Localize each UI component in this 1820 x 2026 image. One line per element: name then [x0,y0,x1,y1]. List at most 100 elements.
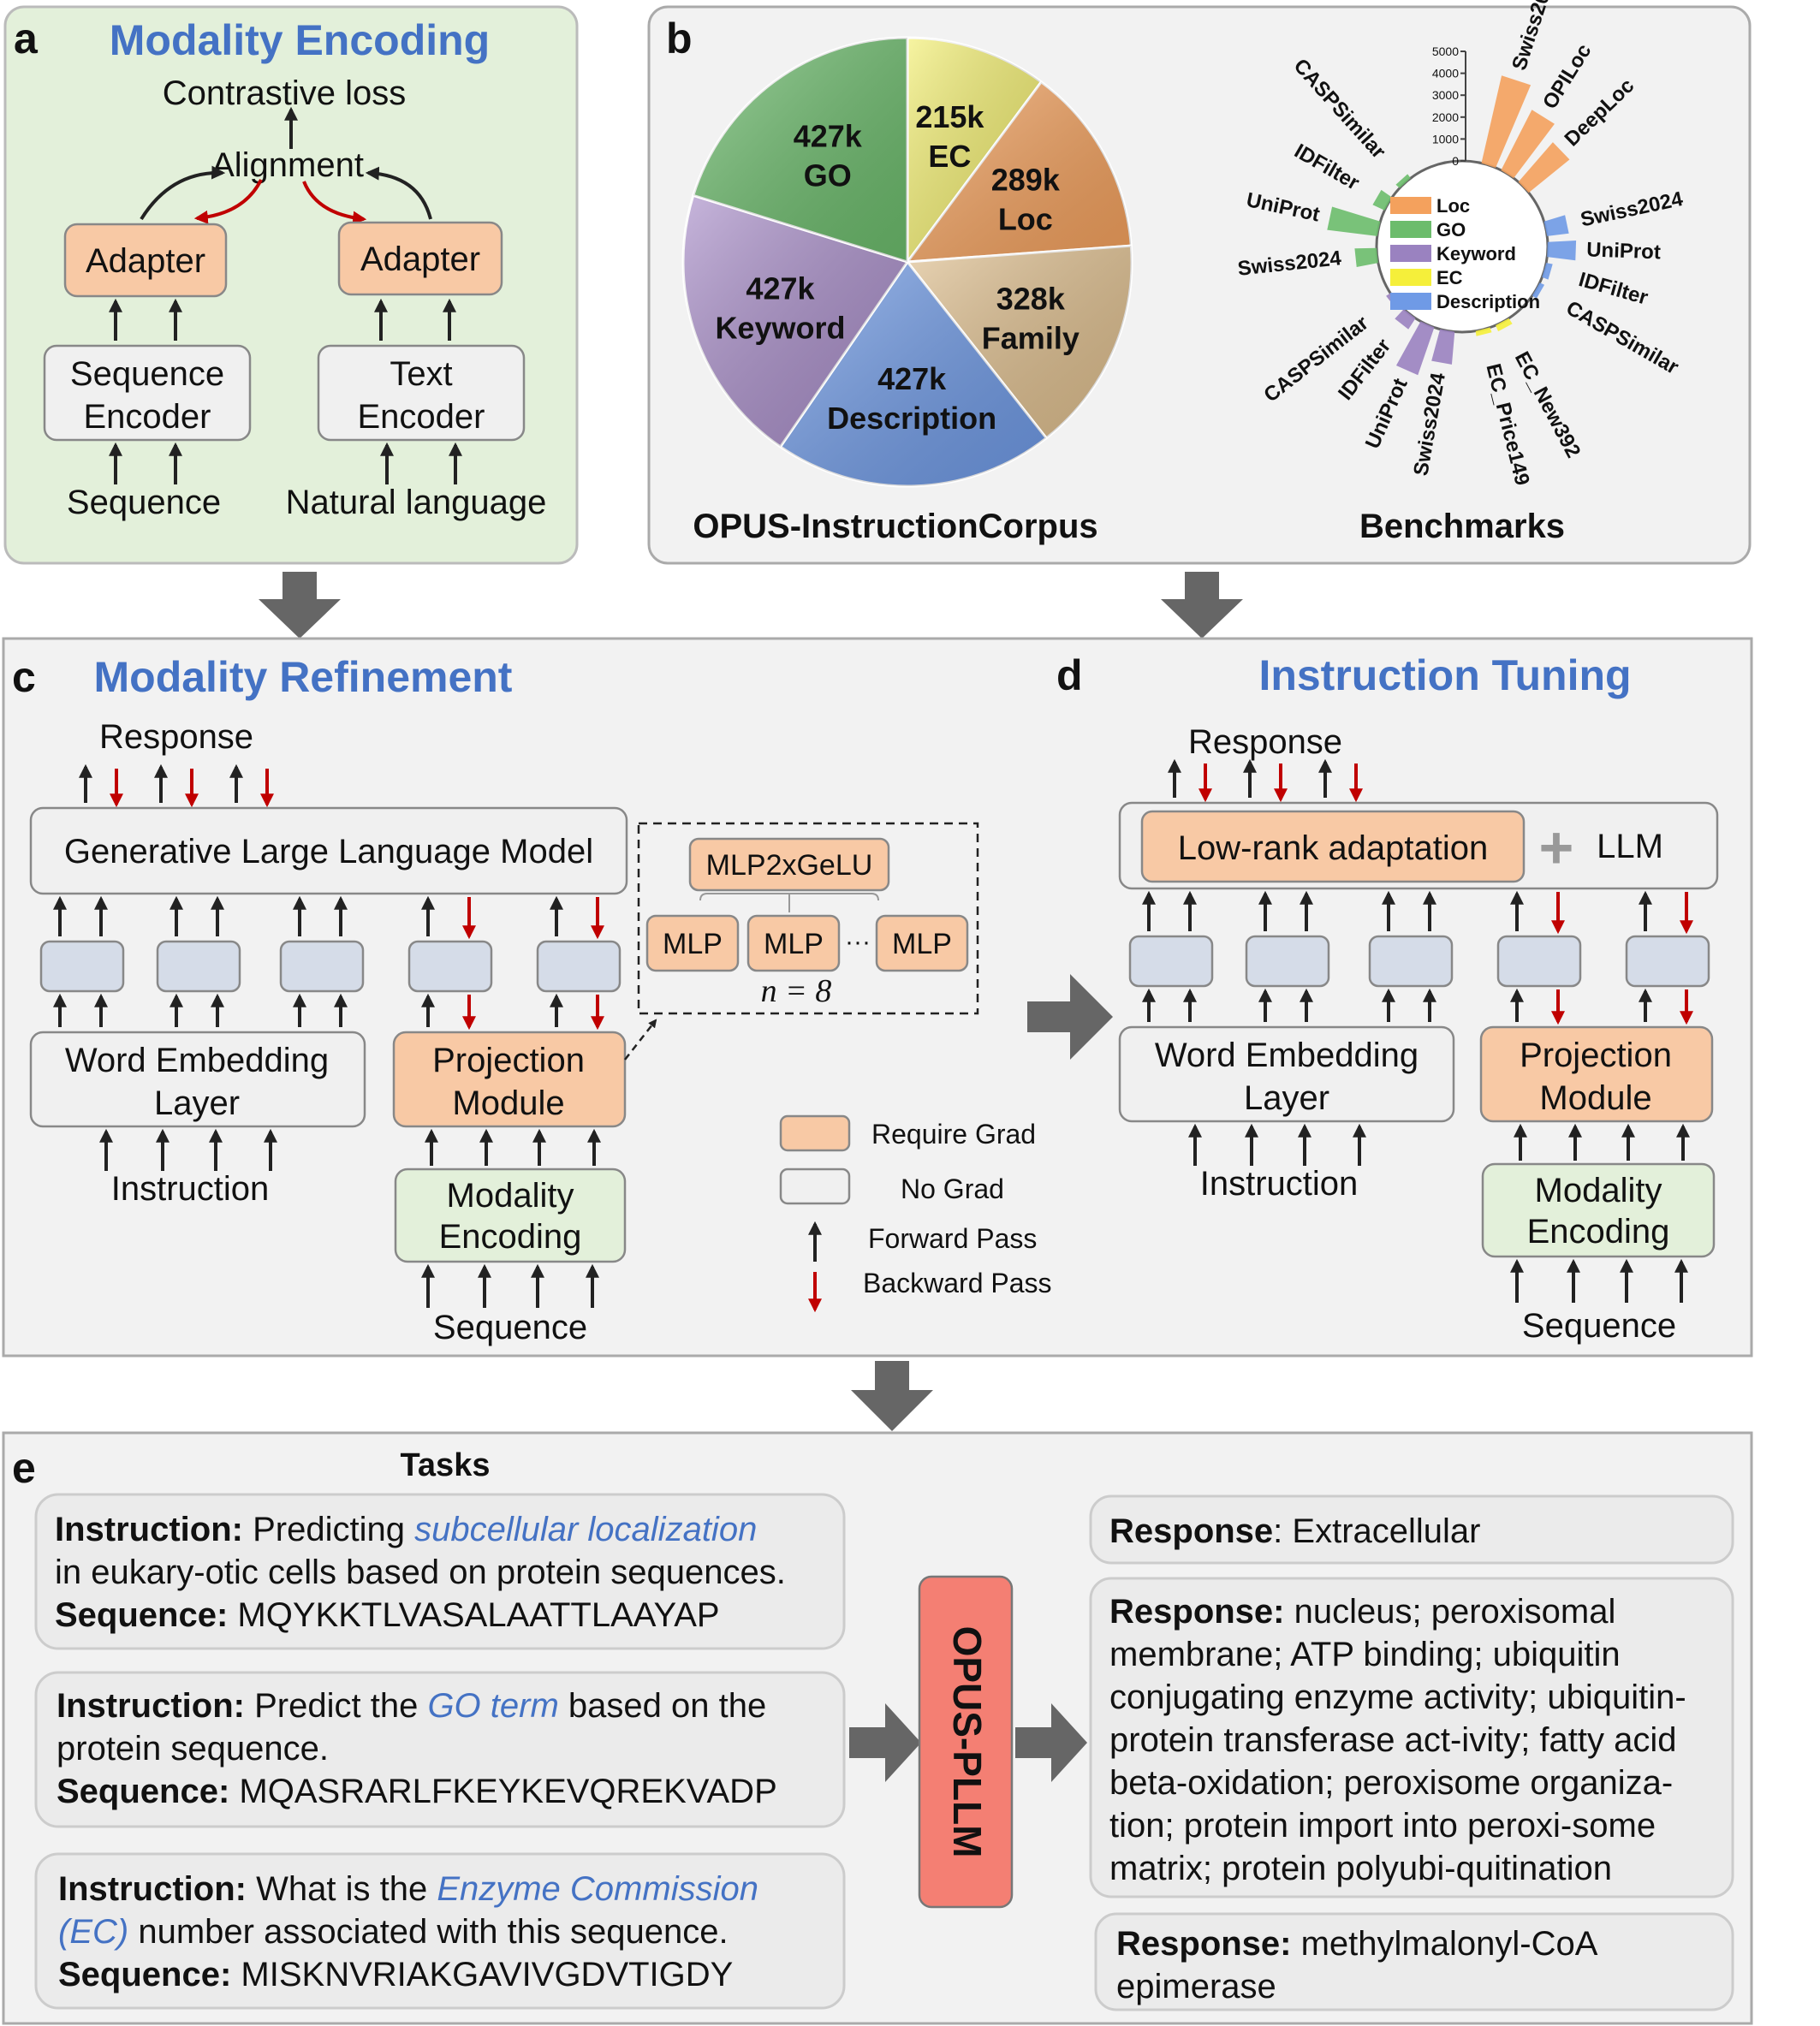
mlp2xgelu-label: MLP2xGeLU [706,849,873,882]
d-token-layer [1128,890,1710,1025]
task1-line2: in eukary-otic cells based on protein se… [55,1554,786,1591]
response2-line: matrix; protein polyubi-quitination [1109,1850,1612,1887]
d-response-arrows [1168,758,1363,803]
c-word-embedding-line1: Word Embedding [65,1042,329,1079]
text-line: Response [1116,1925,1280,1963]
legend-backward-label: Backward Pass [863,1268,1052,1298]
lora-box [1140,810,1526,883]
panel-c-title: Modality Refinement [94,653,513,701]
mlp2xgelu-box [688,837,890,892]
align-arrow-right-down [302,181,367,225]
radial-bar-label: UniProt [1586,238,1662,264]
pie-count-label: 427k [746,271,815,306]
radial-tick-label: 4000 [1432,67,1459,80]
panel-a: a Modality Encoding Contrastive loss Ali… [3,5,579,565]
opus-pllm-box [918,1575,1014,1909]
response3-line2: epimerase [1116,1968,1276,2005]
mlp-label-n: MLP [892,928,952,960]
pie-slice-shade [780,262,1047,486]
radial-bar [1395,309,1416,330]
right-arrow-c-d [1027,974,1113,1060]
d-llm-label: LLM [1597,828,1663,865]
token-box [1625,935,1710,988]
c-modality-encoding [394,1167,627,1263]
pie-chart: 215kEC289kLoc328kFamily427kDescription42… [681,36,1133,488]
sequence-input-label: Sequence [67,484,221,521]
adapter-left [63,223,228,298]
mlp-label-2: MLP [764,928,824,960]
natural-language-input-label: Natural language [286,484,547,521]
pie-name-label: Loc [998,201,1053,236]
mlp-label-1: MLP [663,928,723,960]
task-card-2 [34,1671,846,1828]
d-instruction-label: Instruction [1200,1165,1359,1203]
pie-name-label: EC [928,139,971,174]
panel-e-letter: e [12,1444,36,1492]
radial-legend-label: Keyword [1436,243,1516,264]
c-projection-module [392,1031,627,1128]
text-line: Response [1109,1512,1273,1550]
radial-legend-swatch [1390,245,1431,262]
task3-instruction: Instruction: What is the Enzyme Commissi… [58,1870,758,1908]
legend-forward-label: Forward Pass [868,1223,1037,1254]
token-box [39,940,125,993]
pie-count-label: 328k [996,281,1066,316]
text-encoder-line1: Text [390,355,452,393]
lora-label: Low-rank adaptation [1178,829,1488,867]
pie-count-label: 427k [877,361,947,396]
response1-text: Response: Extracellular [1109,1512,1480,1550]
sequence-encoder-line1: Sequence [70,355,224,393]
response-card-3 [1094,1912,1734,2011]
text-line: subcellular localization [414,1511,757,1548]
mlp-detail-pointer [624,1019,657,1061]
radial-bar [1481,75,1532,168]
radial-bar [1372,189,1393,211]
c-llm-box [29,806,628,895]
response2-line: tion; protein import into peroxi-some [1109,1807,1656,1845]
token-box [279,940,365,993]
c-input-arrows [99,1128,601,1308]
c-response-arrows [79,763,274,808]
pie-slice-shade [907,81,1132,262]
panel-a-title: Modality Encoding [110,16,490,64]
token-box [536,940,622,993]
pie-name-label: Description [827,401,996,436]
radial-legend-label: Loc [1436,195,1470,217]
pie-slice-shade [907,246,1132,438]
d-sequence-label: Sequence [1522,1307,1676,1345]
text-line: Predicting [253,1511,414,1548]
radial-tick-label: 2000 [1432,110,1459,124]
d-modality-encoding [1481,1162,1716,1258]
response2-line: conjugating enzyme activity; ubiquitin- [1109,1678,1686,1716]
d-projection-line2: Module [1539,1079,1651,1117]
tasks-title: Tasks [401,1447,491,1483]
d-response-label: Response [1188,723,1342,761]
benchmarks-title: Benchmarks [1359,508,1565,545]
down-arrow-b [1161,572,1243,639]
token-box [1128,935,1214,988]
radial-bar [1395,321,1435,376]
c-llm-label: Generative Large Language Model [64,833,593,870]
token-box [1496,935,1582,988]
radial-bar [1543,215,1569,236]
pie-slice-shade [683,195,907,447]
text-line: MQASRARLFKEYKEVQREKVADP [239,1773,776,1810]
plus-sign: + [1539,814,1574,881]
task1-sequence: Sequence: MQYKKTLVASALAATTLAAYAP [55,1596,720,1634]
token-box [1368,935,1454,988]
mlp-box-n [875,914,969,972]
task3-line2: (EC) number associated with this sequenc… [58,1913,729,1951]
response2-line: beta-oxidation; peroxisome organiza- [1109,1764,1673,1802]
pie-name-label: Family [982,320,1080,355]
d-projection-module [1479,1025,1714,1123]
text-line: Enzyme Commission [437,1870,758,1908]
contrastive-loss-label: Contrastive loss [163,74,407,112]
response2-line1: Response: nucleus; peroxisomal [1109,1593,1615,1631]
d-modality-line2: Encoding [1527,1213,1670,1251]
c-response-label: Response [99,718,253,756]
task3-sequence: Sequence: MISKNVRIAKGAVIVGDVTIGDY [58,1956,733,1993]
d-word-embedding-line2: Layer [1244,1079,1329,1117]
text-line: number associated with this sequence. [128,1913,728,1951]
radial-bar [1547,241,1577,261]
pie-count-label: 427k [794,118,863,153]
